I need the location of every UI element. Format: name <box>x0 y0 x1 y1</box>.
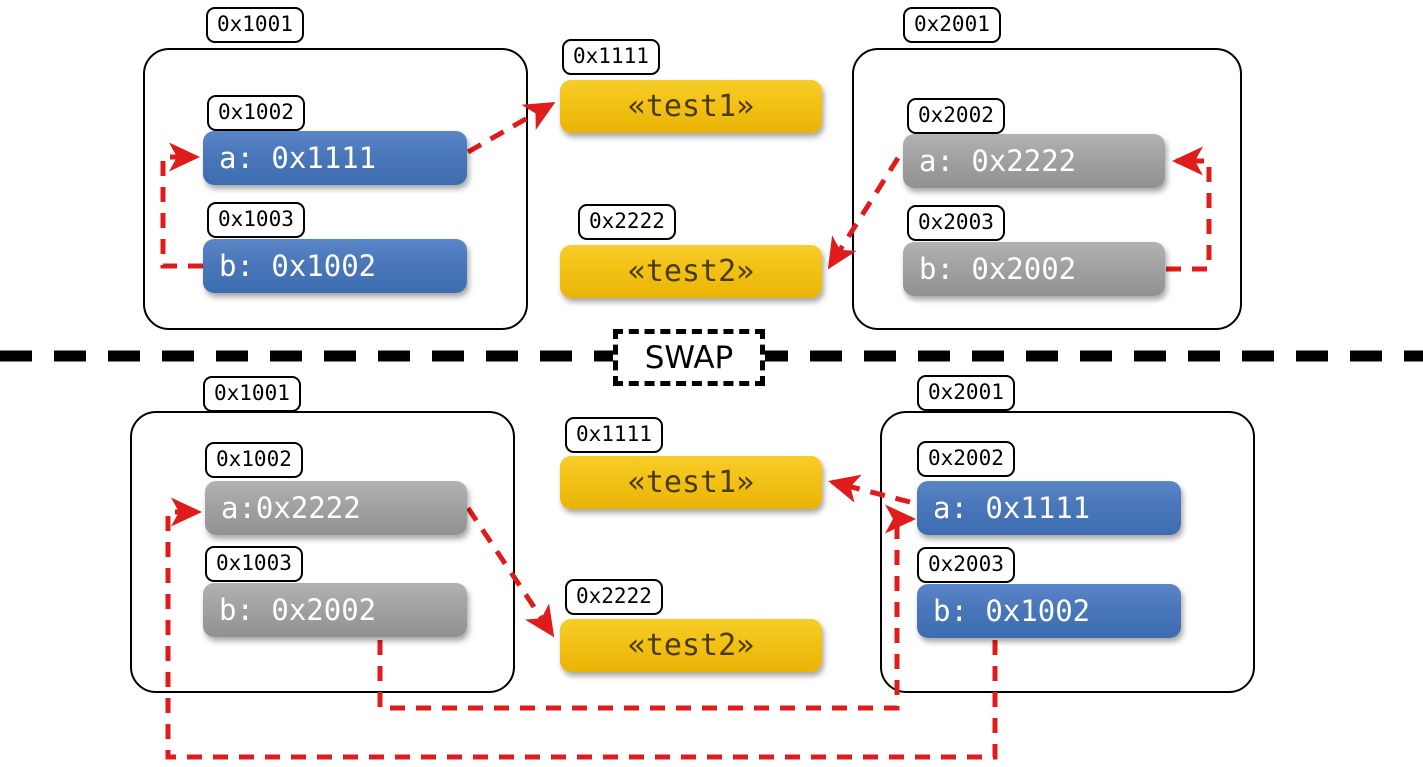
after-right-cell1-address: 0x2003 <box>917 547 1015 583</box>
after-left-cell1-address: 0x1003 <box>205 546 303 582</box>
before-object0-address: 0x1111 <box>562 39 660 75</box>
after-right-region-address: 0x2001 <box>917 375 1015 411</box>
after-left-cell0-value: a:0x2222 <box>205 481 467 535</box>
before-object1-value: «test2» <box>560 245 822 298</box>
before-left-region-address: 0x1001 <box>206 7 304 43</box>
before-left-cell0-address: 0x1002 <box>207 95 305 131</box>
before-right-cell0-value: a: 0x2222 <box>903 134 1165 188</box>
before-object1-address: 0x2222 <box>578 204 676 240</box>
after-left-cell1-value: b: 0x2002 <box>203 583 467 637</box>
before-right-cell1-address: 0x2003 <box>907 205 1005 241</box>
swap-divider-label: SWAP <box>613 329 765 386</box>
after-right-cell0-value: a: 0x1111 <box>917 481 1181 535</box>
before-right-region-address: 0x2001 <box>903 7 1001 43</box>
after-right-cell0-address: 0x2002 <box>917 441 1015 477</box>
after-right-cell1-value: b: 0x1002 <box>917 584 1181 638</box>
before-left-cell0-value: a: 0x1111 <box>203 131 467 185</box>
before-right-cell1-value: b: 0x2002 <box>903 242 1165 296</box>
before-left-cell1-value: b: 0x1002 <box>203 239 467 293</box>
before-right-cell0-address: 0x2002 <box>907 98 1005 134</box>
after-object1-value: «test2» <box>560 619 822 672</box>
before-object0-value: «test1» <box>560 80 822 133</box>
after-left-region <box>130 411 515 693</box>
before-left-cell1-address: 0x1003 <box>207 202 305 238</box>
after-object0-address: 0x1111 <box>565 417 663 453</box>
after-left-region-address: 0x1001 <box>203 376 301 412</box>
after-left-cell0-address: 0x1002 <box>205 442 303 478</box>
after-object0-value: «test1» <box>560 456 822 509</box>
after-object1-address: 0x2222 <box>565 579 663 615</box>
